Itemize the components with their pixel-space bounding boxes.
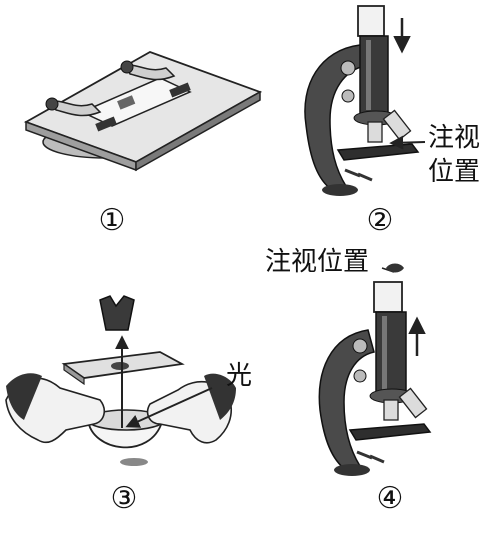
panel-2-annotation-line2: 位置: [428, 157, 480, 187]
panel-4-microscope: [318, 263, 432, 476]
panel-3-annotation: 光: [226, 361, 252, 391]
panel-2-annotation-line1: 注视: [428, 123, 480, 153]
panel-1-slide-stage: [23, 51, 263, 172]
panel-2-view-arrow: [389, 135, 426, 150]
panel-4-annotation: 注视位置: [265, 247, 369, 277]
panel-4-label: ④: [377, 481, 404, 516]
panel-2-label: ②: [367, 203, 394, 238]
panel-3-label: ③: [111, 481, 138, 516]
panel-3-light-path-incoming: [125, 387, 213, 428]
panel-2-microscope: [304, 5, 420, 196]
panel-1-label: ①: [99, 203, 126, 238]
